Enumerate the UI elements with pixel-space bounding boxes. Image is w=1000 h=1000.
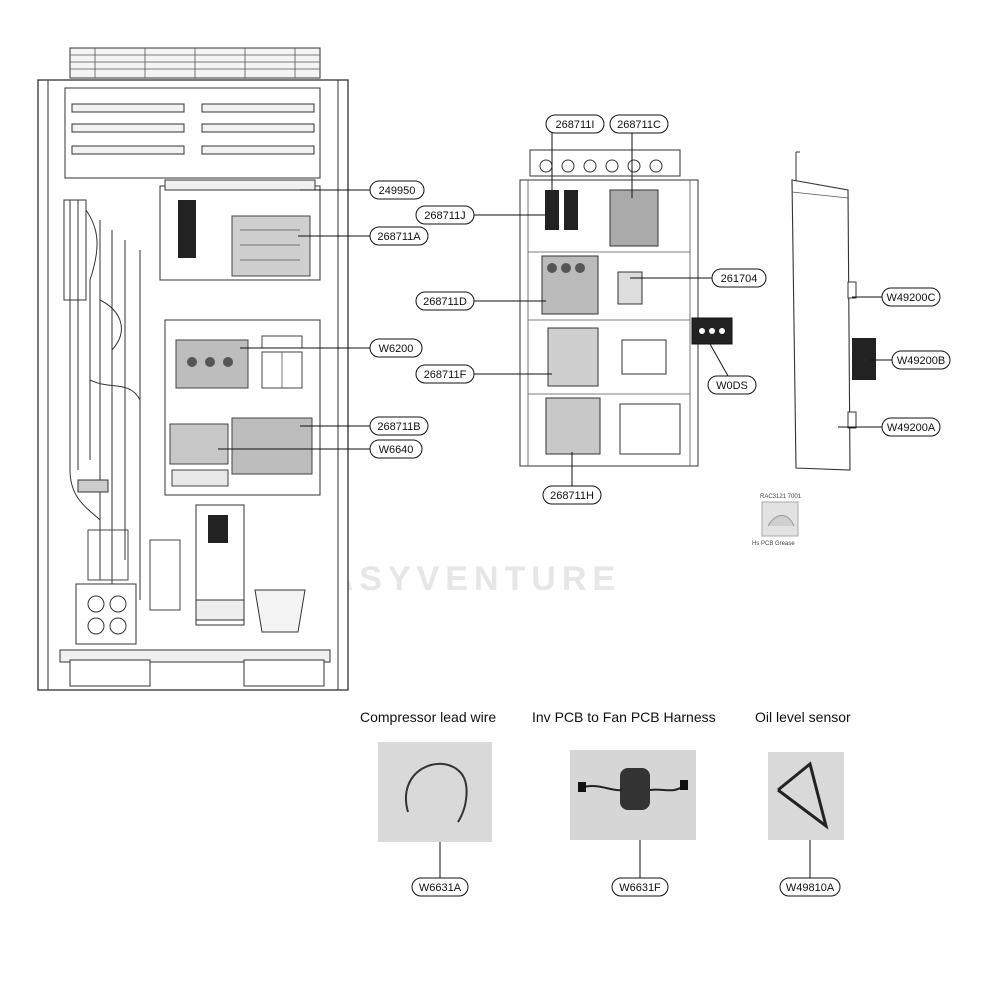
caption-inv-pcb-harness: Inv PCB to Fan PCB Harness (532, 709, 716, 725)
svg-text:W0DS: W0DS (716, 380, 748, 392)
inv-pcb-harness-part: Inv PCB to Fan PCB Harness W6631F (532, 709, 716, 897)
svg-text:268711J: 268711J (424, 210, 465, 222)
callout-W49200A: W49200A (838, 417, 941, 437)
callout-249950: 249950 (300, 180, 425, 200)
callout-W0DS: W0DS (707, 343, 757, 395)
svg-text:Hs PCB Grease: Hs PCB Grease (752, 541, 795, 547)
svg-text:RAC3121 7001: RAC3121 7001 (760, 494, 802, 500)
callout-268711J: 268711J (415, 205, 545, 225)
callout-268711B: 268711B (300, 416, 429, 436)
control-box-drawing (519, 149, 733, 467)
caption-oil-level-sensor: Oil level sensor (755, 709, 851, 725)
callout-W49200B: W49200B (870, 350, 951, 370)
svg-text:W6640: W6640 (379, 444, 414, 456)
callout-268711C: 268711C (609, 114, 669, 198)
svg-text:W6631F: W6631F (619, 882, 661, 894)
svg-text:268711C: 268711C (617, 119, 661, 131)
pcb-grease-sticker: RAC3121 7001 Hs PCB Grease (752, 494, 802, 547)
svg-text:249950: 249950 (379, 185, 416, 197)
svg-text:W49200A: W49200A (887, 422, 936, 434)
svg-text:268711I: 268711I (556, 119, 595, 131)
callout-268711D: 268711D (415, 291, 546, 311)
svg-text:W49200B: W49200B (897, 355, 945, 367)
compressor-lead-wire-part: Compressor lead wire W6631A (360, 709, 496, 897)
callout-268711F: 268711F (415, 364, 552, 384)
caption-compressor-lead-wire: Compressor lead wire (360, 709, 496, 725)
callout-261704: 261704 (630, 268, 767, 288)
svg-text:W6631A: W6631A (419, 882, 462, 894)
svg-text:268711A: 268711A (377, 231, 421, 243)
callout-W6640: W6640 (218, 439, 423, 459)
side-panel-drawing (791, 151, 876, 471)
svg-text:268711D: 268711D (423, 296, 467, 308)
callout-W6200: W6200 (240, 338, 423, 358)
svg-text:W6200: W6200 (379, 343, 414, 355)
callout-268711A: 268711A (298, 226, 429, 246)
svg-text:W49200C: W49200C (887, 292, 936, 304)
watermark-text: EASYVENTURE (300, 560, 621, 598)
oil-level-sensor-part: Oil level sensor W49810A (755, 709, 851, 897)
svg-text:268711H: 268711H (550, 490, 594, 502)
callout-W49200C: W49200C (852, 287, 941, 307)
svg-text:268711B: 268711B (377, 421, 420, 433)
svg-text:268711F: 268711F (424, 369, 467, 381)
svg-text:W49810A: W49810A (786, 882, 835, 894)
callout-268711H: 268711H (542, 452, 602, 505)
outdoor-unit-drawing (37, 47, 349, 691)
svg-text:261704: 261704 (721, 273, 758, 285)
callout-268711I: 268711I (545, 114, 605, 190)
